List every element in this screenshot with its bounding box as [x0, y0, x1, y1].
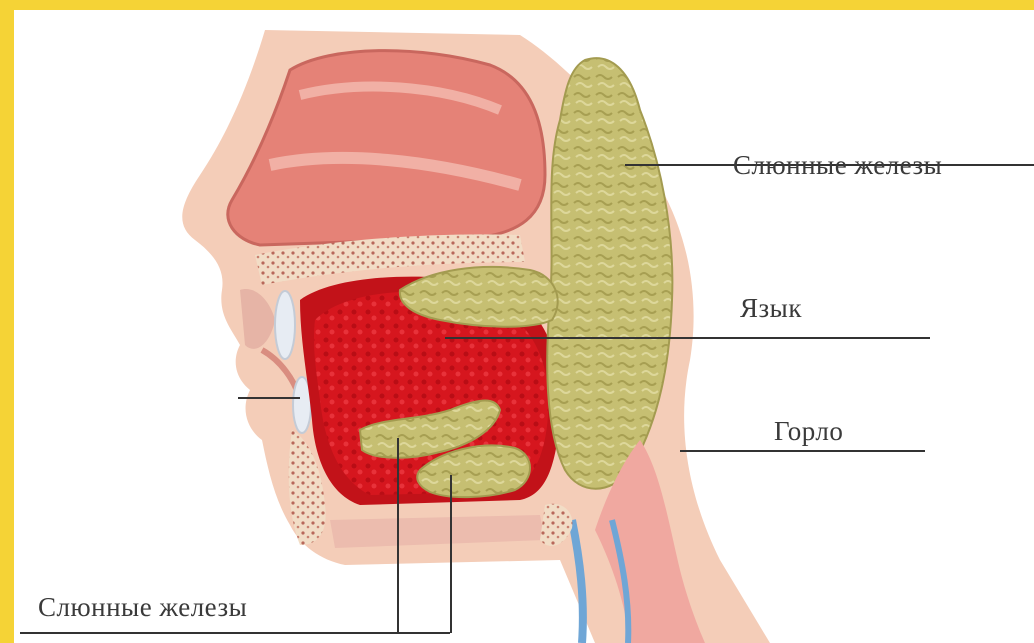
upper-incisor — [275, 291, 295, 359]
label-tongue: Язык — [740, 293, 802, 324]
label-salivary-glands-bottom: Слюнные железы — [38, 592, 247, 623]
label-throat: Горло — [774, 416, 843, 447]
label-salivary-glands-top: Слюнные железы — [733, 150, 942, 181]
